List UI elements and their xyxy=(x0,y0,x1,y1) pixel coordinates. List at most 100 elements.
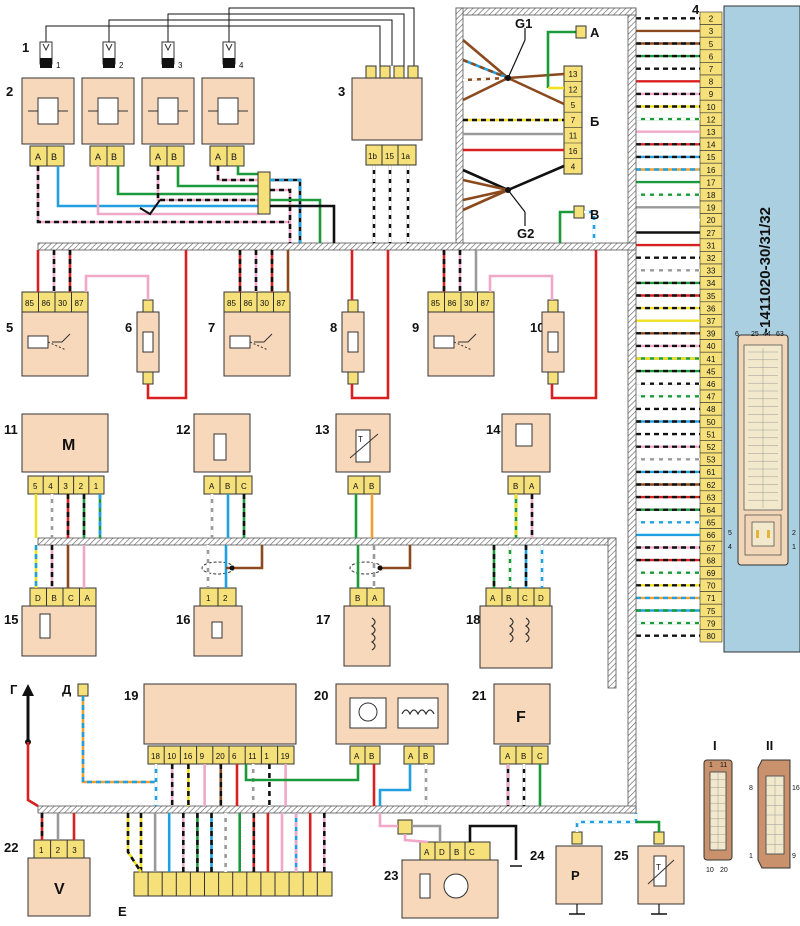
ecu-ref-number: 4 xyxy=(692,2,700,17)
sensor18-pin-D: D xyxy=(538,594,544,603)
output-label-d: Д xyxy=(62,682,72,697)
conn-left-label-5: 5 xyxy=(728,530,732,537)
sensor15-pin-B: B xyxy=(52,594,57,603)
sensor17-pin-a: A xyxy=(372,594,378,603)
relay-pin-87: 87 xyxy=(481,299,490,308)
ecu-pin-50: 50 xyxy=(707,418,716,427)
component-number-12: 12 xyxy=(176,422,190,437)
sensor13-pin-a: A xyxy=(353,482,359,491)
ecu-pin-45: 45 xyxy=(707,367,716,376)
coil-pin-a: A xyxy=(35,152,41,162)
sensor17-pin-b: B xyxy=(355,594,360,603)
plug-i-label: I xyxy=(713,738,717,753)
ecu-pin-48: 48 xyxy=(707,405,716,414)
block-g-pin-16: 16 xyxy=(569,147,578,156)
plug-i-top-11: 11 xyxy=(720,762,727,769)
block21-pin-C: C xyxy=(537,752,543,761)
ecu-pin-17: 17 xyxy=(707,178,716,187)
block21-label-f: F xyxy=(516,709,526,726)
component-number-7: 7 xyxy=(208,320,215,335)
conn-top-label-63: 63 xyxy=(776,331,784,338)
relay-pin-87: 87 xyxy=(277,299,286,308)
block19-pin-9: 9 xyxy=(200,752,205,761)
output-label-g: Г xyxy=(10,682,18,697)
ecu-pin-37: 37 xyxy=(707,317,716,326)
plug-ii: II 8 16 1 9 xyxy=(749,738,800,869)
sensor12-pin-A: A xyxy=(209,482,215,491)
relay-pin-30: 30 xyxy=(58,299,67,308)
ecu-pin-34: 34 xyxy=(707,279,716,288)
component-number-21: 21 xyxy=(472,688,486,703)
relay-pin-86: 86 xyxy=(244,299,253,308)
harness-trunk xyxy=(37,7,637,814)
label-a: А xyxy=(590,25,600,40)
injector-tag-2: 2 xyxy=(119,61,124,70)
component-number-2: 2 xyxy=(6,84,13,99)
plug-ii-label: II xyxy=(766,738,773,753)
relay-pin-30: 30 xyxy=(260,299,269,308)
ecu-pin-61: 61 xyxy=(707,468,716,477)
block-g-pin-4: 4 xyxy=(571,162,576,171)
sensor13-pin-b: B xyxy=(369,482,374,491)
ecu-pin-18: 18 xyxy=(707,191,716,200)
plug-ii-rt: 16 xyxy=(792,785,800,792)
coil-pin-a: A xyxy=(155,152,161,162)
relay-pin-30: 30 xyxy=(464,299,473,308)
component-number-14: 14 xyxy=(486,422,501,437)
block3-pin-15: 15 xyxy=(385,152,394,161)
sensor16-pin-2: 2 xyxy=(223,594,228,603)
block20-pin-a1: A xyxy=(354,752,360,761)
label-g1: G1 xyxy=(515,16,532,31)
component-number-8: 8 xyxy=(330,320,337,335)
block19-pin-10: 10 xyxy=(167,752,176,761)
ecu-pin-10: 10 xyxy=(707,103,716,112)
ecu-pin-column: 2356789101213141516171819202731323334353… xyxy=(699,11,723,643)
plug-i-bottom-20: 20 xyxy=(720,867,728,874)
component-number-5: 5 xyxy=(6,320,13,335)
plug-i-bottom-10: 10 xyxy=(706,867,714,874)
ecu-pin-5: 5 xyxy=(709,40,714,49)
component-number-10: 10 xyxy=(530,320,544,335)
sensor13-t: T xyxy=(358,435,363,444)
relay-pin-85: 85 xyxy=(227,299,236,308)
ecu-pin-47: 47 xyxy=(707,393,716,402)
sensor23-pin-D: D xyxy=(439,848,445,857)
conn-top-label-25: 25 xyxy=(751,331,759,338)
sensor15-pin-C: C xyxy=(68,594,74,603)
ecu-pin-52: 52 xyxy=(707,443,716,452)
ecu-pin-13: 13 xyxy=(707,128,716,137)
ecu-connector: 6 25 44 63 5 4 2 1 xyxy=(728,331,796,566)
sensor22-pin-2: 2 xyxy=(56,846,61,855)
coil-pin-b: B xyxy=(171,152,177,162)
motor-label-m: M xyxy=(62,437,75,454)
ecu-pin-9: 9 xyxy=(709,90,714,99)
ecu-pin-69: 69 xyxy=(707,569,716,578)
motor-pin-2: 2 xyxy=(79,482,84,491)
relay-pin-85: 85 xyxy=(431,299,440,308)
component-number-19: 19 xyxy=(124,688,138,703)
ecu-block: 21114-1411020-30/31/32 4 235678910121314… xyxy=(692,2,800,653)
ecu-pin-70: 70 xyxy=(707,582,716,591)
sensor18-pin-A: A xyxy=(490,594,496,603)
block19-pin-11: 11 xyxy=(248,752,257,761)
injector-tag-3: 3 xyxy=(178,61,183,70)
ecu-pin-36: 36 xyxy=(707,304,716,313)
ecu-pin-67: 67 xyxy=(707,544,716,553)
relay-pin-85: 85 xyxy=(25,299,34,308)
ecu-pin-65: 65 xyxy=(707,519,716,528)
ecu-pin-71: 71 xyxy=(707,594,716,603)
sensor12-pin-C: C xyxy=(241,482,247,491)
sensor16-pin-1: 1 xyxy=(206,594,211,603)
ecu-pin-33: 33 xyxy=(707,267,716,276)
coil-pin-b: B xyxy=(231,152,237,162)
ecu-pin-12: 12 xyxy=(707,115,716,124)
ecu-pin-16: 16 xyxy=(707,166,716,175)
block-g-pin-7: 7 xyxy=(571,116,576,125)
ecu-pin-20: 20 xyxy=(707,216,716,225)
ecu-pin-66: 66 xyxy=(707,531,716,540)
